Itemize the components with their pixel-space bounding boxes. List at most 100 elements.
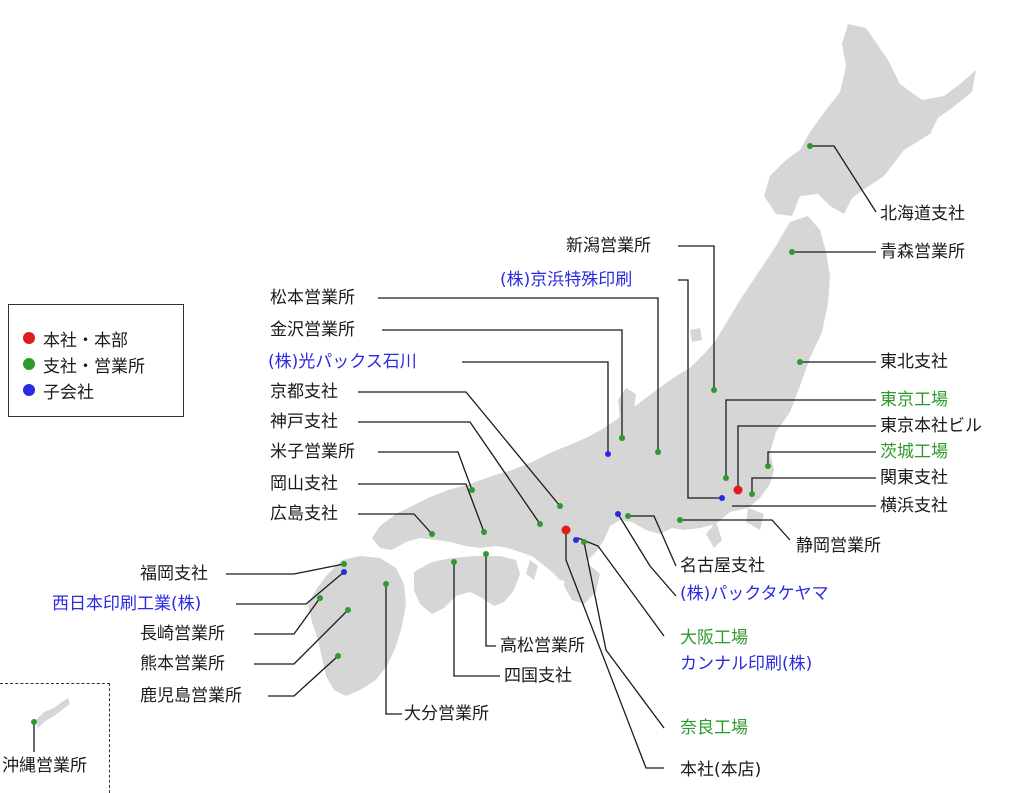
label-okayama: 岡山支社 bbox=[270, 474, 338, 494]
location-dot-okinawa bbox=[31, 719, 37, 725]
location-dot-shikoku bbox=[451, 559, 457, 565]
kii-peninsula bbox=[564, 562, 600, 604]
legend-item-branch: 支社・営業所 bbox=[23, 353, 145, 377]
legend: 本社・本部 支社・営業所 子会社 bbox=[8, 304, 184, 417]
label-nara: 奈良工場 bbox=[680, 718, 748, 738]
hokkaido-island bbox=[764, 24, 976, 216]
location-dot-yonago bbox=[469, 487, 475, 493]
label-kyoto: 京都支社 bbox=[270, 382, 338, 402]
location-dot-ibaraki bbox=[765, 463, 771, 469]
label-fukuoka: 福岡支社 bbox=[140, 564, 208, 584]
label-tohoku: 東北支社 bbox=[880, 352, 948, 372]
label-pack-takeyama: (株)パックタケヤマ bbox=[680, 584, 829, 604]
location-dot-fukuoka bbox=[341, 561, 347, 567]
leader-takamatsu bbox=[485, 554, 496, 647]
izu-peninsula bbox=[706, 522, 722, 548]
awaji-island bbox=[526, 560, 538, 580]
leader-ibaraki bbox=[767, 451, 876, 466]
label-niigata: 新潟営業所 bbox=[566, 236, 651, 256]
label-okinawa: 沖縄営業所 bbox=[2, 756, 87, 776]
location-dot-kanto bbox=[749, 491, 755, 497]
label-oita: 大分営業所 bbox=[404, 704, 489, 724]
location-dot-nagoya bbox=[625, 513, 631, 519]
label-kanto: 関東支社 bbox=[880, 468, 948, 488]
location-dot-yokohama bbox=[719, 495, 725, 501]
leader-niigata bbox=[678, 245, 715, 390]
shikoku-island bbox=[414, 556, 520, 614]
leader-kyoto bbox=[358, 391, 561, 507]
leader-okayama bbox=[358, 483, 485, 533]
location-dot-kobe bbox=[537, 521, 543, 527]
leader-nagoya bbox=[628, 515, 677, 567]
label-kumamoto: 熊本営業所 bbox=[140, 654, 225, 674]
location-dot-honsha bbox=[561, 525, 571, 535]
leader-shikoku bbox=[453, 562, 500, 677]
label-shizuoka: 静岡営業所 bbox=[796, 536, 881, 556]
label-kannal: カンナル印刷(株) bbox=[680, 654, 813, 674]
label-matsumoto: 松本営業所 bbox=[270, 288, 355, 308]
label-kagoshima: 鹿児島営業所 bbox=[140, 686, 242, 706]
leader-matsumoto bbox=[378, 297, 659, 452]
location-dot-pack_takeyama bbox=[615, 511, 621, 517]
leader-shizuoka bbox=[680, 519, 791, 541]
location-dot-nara bbox=[581, 539, 587, 545]
label-keihin: (株)京浜特殊印刷 bbox=[500, 270, 633, 290]
label-tokyo-factory: 東京工場 bbox=[880, 390, 948, 410]
boso-peninsula bbox=[746, 508, 764, 530]
leader-pack-takeyama bbox=[617, 513, 677, 597]
kyushu-island bbox=[308, 556, 406, 696]
leader-hokkaido bbox=[810, 145, 877, 213]
leader-kobe bbox=[358, 421, 541, 525]
label-kobe: 神戸支社 bbox=[270, 412, 338, 432]
green-dot-icon bbox=[23, 358, 35, 370]
leader-nagasaki bbox=[254, 597, 321, 635]
label-nagoya: 名古屋支社 bbox=[680, 556, 765, 576]
legend-label: 子会社 bbox=[43, 382, 94, 403]
blue-dot-icon bbox=[23, 384, 35, 396]
honshu-island bbox=[372, 216, 830, 582]
leader-kanazawa bbox=[382, 329, 623, 438]
leader-nishinihon bbox=[236, 571, 345, 605]
leader-hiroshima bbox=[358, 513, 433, 535]
leader-kumamoto bbox=[254, 609, 349, 665]
location-dot-kanazawa bbox=[619, 435, 625, 441]
label-osaka-factory: 大阪工場 bbox=[680, 628, 748, 648]
label-shikoku: 四国支社 bbox=[504, 666, 572, 686]
legend-item-subsidiary: 子会社 bbox=[23, 379, 94, 403]
label-aomori: 青森営業所 bbox=[880, 242, 965, 262]
label-hikari: (株)光パックス石川 bbox=[268, 352, 417, 372]
location-dot-kumamoto bbox=[345, 607, 351, 613]
label-nishinihon: 西日本印刷工業(株) bbox=[52, 594, 202, 614]
okinawa-inset bbox=[0, 683, 110, 793]
location-dot-nagasaki bbox=[317, 595, 323, 601]
label-hokkaido: 北海道支社 bbox=[880, 204, 965, 224]
location-dot-niigata bbox=[711, 387, 717, 393]
location-dot-tohoku bbox=[797, 359, 803, 365]
red-dot-icon bbox=[23, 332, 35, 344]
sado-island bbox=[690, 328, 702, 342]
location-dot-osaka_factory bbox=[573, 537, 579, 543]
leader-tokyo-hq bbox=[737, 425, 876, 490]
location-dot-hikari bbox=[605, 451, 611, 457]
label-kanazawa: 金沢営業所 bbox=[270, 320, 355, 340]
label-yonago: 米子営業所 bbox=[270, 442, 355, 462]
leader-honsha bbox=[565, 530, 664, 769]
label-tokyo-hq: 東京本社ビル bbox=[880, 416, 982, 436]
location-dot-okayama bbox=[481, 529, 487, 535]
leader-kagoshima bbox=[268, 655, 339, 697]
leader-nara bbox=[583, 541, 665, 729]
legend-label: 支社・営業所 bbox=[43, 356, 145, 377]
location-dot-tokyo_factory bbox=[723, 475, 729, 481]
leader-tokyo-factory bbox=[725, 399, 876, 478]
legend-label: 本社・本部 bbox=[43, 330, 128, 351]
okinawa-island bbox=[36, 698, 70, 728]
leader-fukuoka bbox=[226, 563, 345, 575]
location-dot-kagoshima bbox=[335, 653, 341, 659]
location-dot-oita bbox=[383, 581, 389, 587]
location-dot-hokkaido bbox=[807, 143, 813, 149]
leader-kanto bbox=[751, 477, 876, 494]
location-dot-tokyo_hq bbox=[733, 485, 743, 495]
legend-item-headquarters: 本社・本部 bbox=[23, 327, 128, 351]
location-dot-hiroshima bbox=[429, 531, 435, 537]
